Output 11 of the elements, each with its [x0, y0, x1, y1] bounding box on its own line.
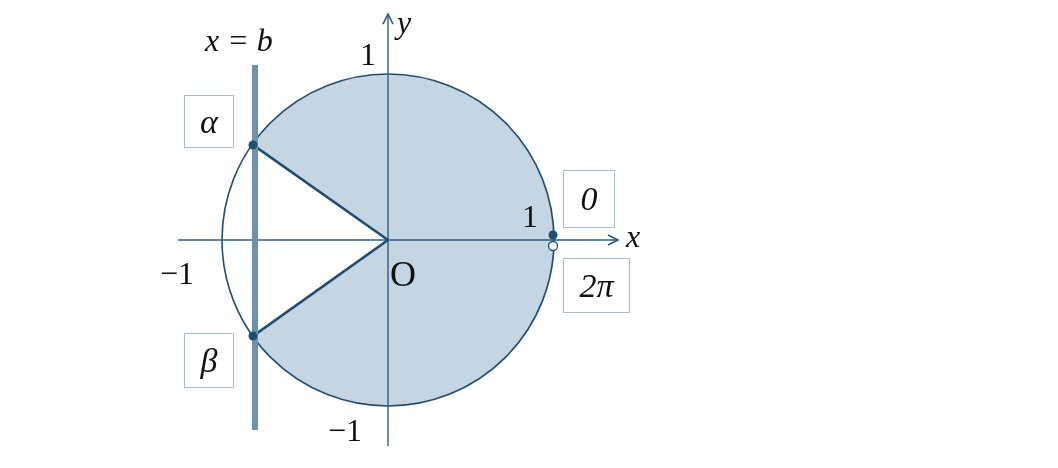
angle-label-box: 2π	[563, 258, 630, 313]
tick-label: 1	[360, 38, 376, 70]
tick-label: −1	[328, 414, 363, 446]
angle-label-box: 0	[563, 170, 615, 228]
line-label: x = b	[205, 24, 273, 56]
tick-label: 1	[522, 200, 538, 232]
angle-label-box: β	[184, 333, 234, 388]
angle-label-box: α	[184, 95, 234, 148]
tick-label: −1	[160, 257, 195, 289]
origin-label: O	[390, 256, 416, 292]
axis-label: x	[626, 220, 641, 252]
